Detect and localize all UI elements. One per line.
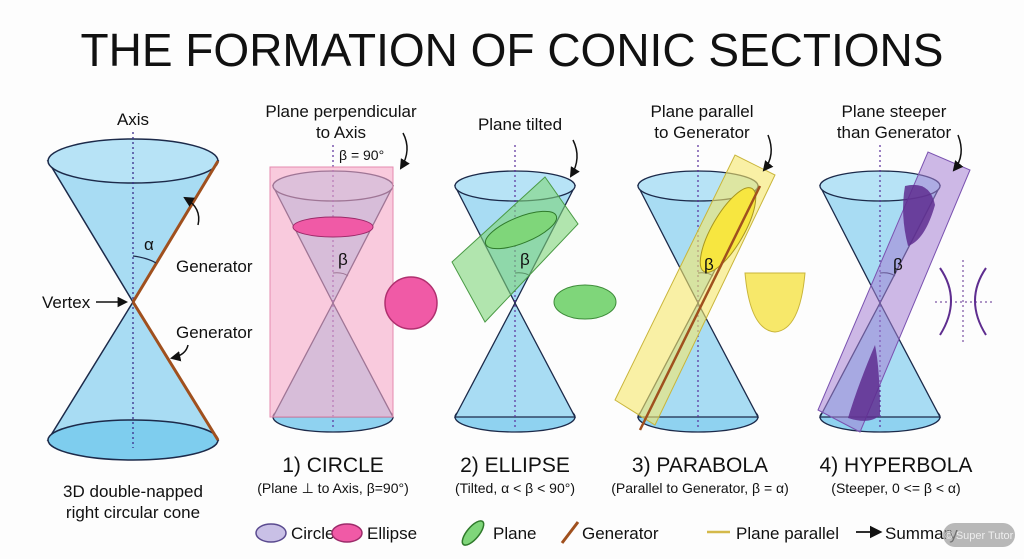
panel1-beta: β: [338, 250, 348, 269]
panel-circle: [269, 132, 438, 418]
legend-plane: Plane: [493, 524, 536, 543]
steep-plane: [817, 151, 971, 433]
parabola-result-shape: [744, 272, 806, 333]
note-arrow: [399, 132, 410, 170]
parabola-section: [699, 187, 757, 273]
generator-line-bottom: [131, 301, 220, 441]
generator-label-top: Generator: [176, 257, 253, 276]
panel2-beta: β: [520, 250, 530, 269]
circle-result-shape: [384, 276, 438, 330]
generator-arrow-top: [183, 196, 200, 226]
ellipse-section: [484, 210, 558, 250]
generator-line: [638, 185, 762, 431]
alpha-arc: [132, 255, 157, 264]
base-cone: [46, 132, 220, 461]
legend-generator: Generator: [582, 524, 659, 543]
hyperbola-result-shape: [939, 267, 987, 336]
hyperbola-upper-section: [903, 184, 935, 246]
generator-label-bottom: Generator: [176, 323, 253, 342]
legend-ellipse-icon: [331, 523, 363, 543]
panel4-beta: β: [893, 255, 903, 274]
cone-caption-line1: 3D double-napped: [63, 482, 203, 501]
panel3-heading: 3) PARABOLA: [632, 454, 768, 477]
panel-parabola: [614, 134, 806, 431]
perpendicular-plane: [269, 166, 394, 418]
watermark-badge: [943, 523, 1015, 547]
panel2-subheading: (Tilted, α < β < 90°): [455, 480, 575, 496]
panel4-heading: 4) HYPERBOLA: [820, 454, 973, 477]
hyperbola-lower-section: [848, 345, 880, 421]
legend-generator-icon: [560, 521, 580, 544]
panel-ellipse: [451, 139, 617, 323]
circle-section: [292, 216, 374, 238]
vertex-label: Vertex: [42, 293, 91, 312]
note-arrow: [762, 134, 774, 172]
legend-plane-parallel: Plane parallel: [736, 524, 839, 543]
axis-label: Axis: [117, 110, 149, 129]
panel-hyperbola: [817, 134, 992, 433]
panel3-note-line1: Plane parallel: [650, 102, 753, 121]
generator-line-top: [131, 160, 220, 303]
panel3-beta: β: [704, 255, 714, 274]
legend-ellipse: Ellipse: [367, 524, 417, 543]
panel2-note: Plane tilted: [478, 115, 562, 134]
panel2-heading: 2) ELLIPSE: [460, 454, 570, 477]
panel4-subheading: (Steeper, 0 <= β < α): [831, 480, 960, 496]
legend-circle-icon: [255, 523, 287, 543]
panel4-note-line1: Plane steeper: [842, 102, 947, 121]
panel1-heading: 1) CIRCLE: [282, 454, 384, 477]
alpha-label: α: [144, 235, 154, 254]
panel4-note-line2: than Generator: [837, 123, 952, 142]
page-title: THE FORMATION OF CONIC SECTIONS: [81, 24, 944, 76]
legend-summary: Summary: [885, 524, 958, 543]
cone-caption-line2: right circular cone: [66, 503, 200, 522]
note-arrow: [952, 134, 964, 172]
watermark: © Super Tutor: [945, 530, 1014, 542]
legend-circle: Circle: [291, 524, 334, 543]
generator-arrow-bottom: [169, 344, 189, 362]
panel1-note-line1: Plane perpendicular: [265, 102, 417, 121]
panel1-beta-note: β = 90°: [339, 147, 384, 163]
legend: Circle Ellipse Plane Generator Plane par…: [255, 520, 958, 546]
panel1-note-line2: to Axis: [316, 123, 366, 142]
panel3-note-line2: to Generator: [654, 123, 750, 142]
note-arrow: [569, 139, 580, 178]
legend-plane-icon: [461, 520, 485, 546]
ellipse-result-shape: [553, 284, 617, 320]
panel1-subheading: (Plane ⊥ to Axis, β=90°): [257, 480, 409, 496]
panel3-subheading: (Parallel to Generator, β = α): [611, 480, 789, 496]
